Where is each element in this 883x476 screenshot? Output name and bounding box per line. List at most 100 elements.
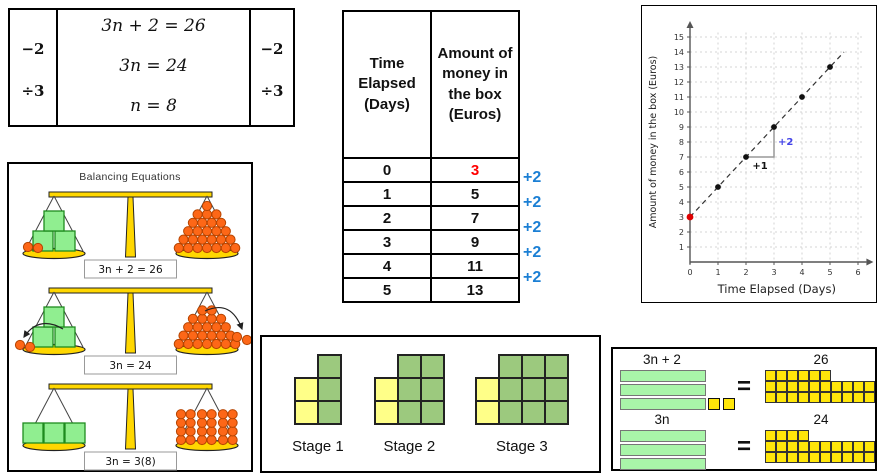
data-point [827, 64, 833, 70]
ball-icon [175, 434, 187, 446]
y-tick-label: 8 [679, 138, 684, 147]
ball-icon [183, 242, 194, 254]
cube-icon [43, 210, 65, 232]
ball-icon [230, 242, 241, 254]
hanger-string [53, 195, 84, 252]
data-point [743, 154, 749, 160]
equation-label-box [84, 259, 177, 279]
table-cell: 2 [344, 207, 432, 229]
increment-label: +2 [523, 194, 542, 211]
unit-square [864, 452, 875, 463]
remove-arrow [204, 307, 244, 331]
n-bar-tile [620, 458, 706, 470]
pattern-cell [543, 377, 569, 402]
ball-icon [206, 305, 217, 316]
unit-square [798, 441, 809, 452]
unit-square [809, 392, 820, 403]
equation-label: 3n = 24 [109, 360, 151, 372]
ball-icon [241, 334, 251, 346]
subtract-operation-label: −2 [260, 40, 284, 58]
post [124, 388, 137, 450]
y-axis-title: Amount of money in the box (Euros) [648, 56, 659, 228]
table-cell: 0 [344, 159, 432, 181]
stage-label: Stage 3 [496, 438, 548, 455]
unit-square [864, 441, 875, 452]
unit-square [787, 430, 798, 441]
unit-square [853, 441, 864, 452]
ball-icon [173, 242, 184, 254]
table-header-row: Time Elapsed (Days) Amount of money in t… [344, 12, 518, 159]
pattern-cell [497, 354, 523, 379]
divide-operation-label: ÷3 [260, 82, 284, 100]
x-tick-label: 4 [799, 268, 804, 277]
beam [48, 191, 213, 198]
equation-label: 3n + 2 = 26 [98, 264, 163, 276]
slope-triangle [746, 127, 775, 158]
unit-square [842, 452, 853, 463]
ball-icon [206, 434, 217, 446]
ball-icon [201, 322, 213, 333]
y-tick-label: 13 [674, 63, 684, 72]
ball-icon [227, 417, 238, 428]
ball-icon [183, 226, 194, 237]
pattern-cell [316, 354, 342, 379]
total-label: 26 [813, 352, 829, 367]
ball-icon [217, 426, 229, 437]
unit-square [853, 392, 864, 403]
unit-square [776, 370, 787, 381]
stage-group: Stage 1 [292, 354, 344, 455]
y-tick-label: 15 [674, 33, 684, 42]
y-tick-label: 9 [679, 123, 684, 132]
unit-square [798, 430, 809, 441]
ball-icon [227, 434, 238, 446]
ball-icon [187, 330, 198, 341]
balance-scale: 3n + 2 = 26 [22, 191, 241, 279]
unit-square [787, 452, 798, 463]
table-cell: 5 [470, 185, 480, 203]
stage-label: Stage 1 [292, 438, 344, 455]
cube-icon [54, 230, 76, 252]
ball-icon [175, 417, 187, 428]
ball-icon [216, 330, 227, 341]
increments-column: +2+2+2+2+2 [523, 167, 563, 292]
table-cell: 11 [467, 257, 483, 275]
ball-icon [32, 242, 44, 254]
ball-icon [192, 226, 203, 237]
pattern-cell [543, 400, 569, 425]
ball-icon [196, 409, 208, 420]
ball-icon [185, 434, 196, 446]
table-cell: 1 [344, 183, 432, 205]
ball-icon [211, 322, 222, 333]
pattern-cell [419, 377, 445, 402]
pattern-cell [293, 400, 319, 425]
stage-figure [474, 354, 569, 425]
unit-square [776, 441, 787, 452]
unit-square [820, 392, 831, 403]
unit-square [820, 452, 831, 463]
unit-square [787, 370, 798, 381]
ball-icon [197, 313, 208, 324]
ball-icon [192, 209, 203, 220]
ball-icon [231, 331, 243, 343]
ball-icon [185, 409, 196, 420]
pattern-cell [520, 354, 546, 379]
ball-icon [206, 330, 217, 341]
pattern-cell [396, 400, 422, 425]
trend-line [689, 51, 845, 218]
unit-square [798, 392, 809, 403]
ball-icon [183, 322, 194, 333]
unit-square [809, 441, 820, 452]
unit-square [809, 381, 820, 392]
ball-icon [175, 426, 187, 437]
unit-square [809, 370, 820, 381]
y-tick-label: 4 [679, 198, 684, 207]
equation-steps-panel: −2 ÷3 3n + 2 = 26 3n = 24 n = 8 −2 ÷3 [8, 8, 295, 127]
ball-icon [14, 339, 26, 351]
x-tick-label: 5 [827, 268, 832, 277]
pattern-cell [293, 377, 319, 402]
n-bar-tile [620, 430, 706, 442]
